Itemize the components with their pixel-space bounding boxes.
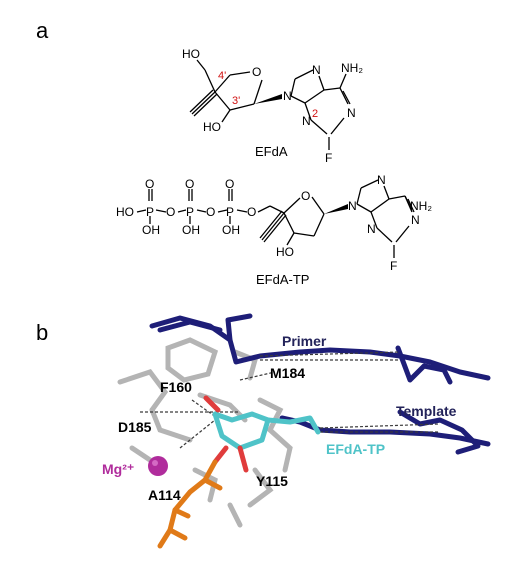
efda-c2-number: 2 [312, 108, 318, 120]
efda-tp-bridge-o2: O [206, 205, 215, 219]
efda-n7: N [312, 63, 321, 77]
efda-tp-structure [136, 179, 415, 258]
efda-caption: EFdA [255, 144, 288, 159]
efda-tp-n9: N [348, 199, 357, 213]
efda-tp-bridge-o1: O [166, 205, 175, 219]
efda-ring-oxygen: O [252, 65, 261, 79]
efda-tp-p1: P [146, 205, 154, 219]
m184-label: M184 [270, 365, 305, 381]
y115-label: Y115 [256, 473, 288, 489]
efda-n9: N [283, 89, 292, 103]
efda-tp-ring-oxygen: O [301, 189, 310, 203]
efda-tp-p3: P [226, 205, 234, 219]
efda-n3: N [302, 114, 311, 128]
efda-c4-number: 4' [218, 70, 226, 82]
panel-b-letter: b [36, 320, 48, 345]
efda-tp-fluorine: F [390, 259, 397, 273]
efda-tp-oh3: OH [222, 223, 240, 237]
efda-tp-oh1: OH [142, 223, 160, 237]
efda-tp-p2: P [186, 205, 194, 219]
efda-tp-nh2: NH₂ [410, 199, 432, 213]
efda-structure [189, 59, 351, 150]
efda-tp-n3: N [367, 222, 376, 236]
template-label: Template [396, 403, 457, 419]
efda-nh2: NH₂ [341, 61, 363, 75]
efda-n1: N [347, 106, 356, 120]
efda-tp-link-o: O [247, 205, 256, 219]
efda-tp-ho-bottom: HO [276, 245, 294, 259]
efda-tp-caption: EFdA-TP [256, 272, 309, 287]
crystal-structure-render [117, 313, 491, 549]
efda-ho-top: HO [182, 47, 200, 61]
efda-tp-oh2: OH [182, 223, 200, 237]
f160-label: F160 [160, 379, 192, 395]
efda-ho-bottom: HO [203, 120, 221, 134]
efda-tp-p1-oxo: O [145, 177, 154, 191]
efda-tp-p2-oxo: O [185, 177, 194, 191]
a114-label: A114 [148, 487, 181, 503]
d185-label: D185 [118, 419, 152, 435]
mg-label: Mg²⁺ [102, 461, 134, 477]
efda-tp-ho-left: HO [116, 205, 134, 219]
efda-tp-n7: N [377, 173, 386, 187]
efda-tp-label: EFdA-TP [326, 441, 385, 457]
efda-fluorine: F [325, 151, 332, 165]
efda-tp-n1: N [411, 213, 420, 227]
efda-tp-p3-oxo: O [225, 177, 234, 191]
panel-a-letter: a [36, 18, 49, 43]
primer-label: Primer [282, 333, 327, 349]
efda-c3-number: 3' [232, 95, 240, 107]
